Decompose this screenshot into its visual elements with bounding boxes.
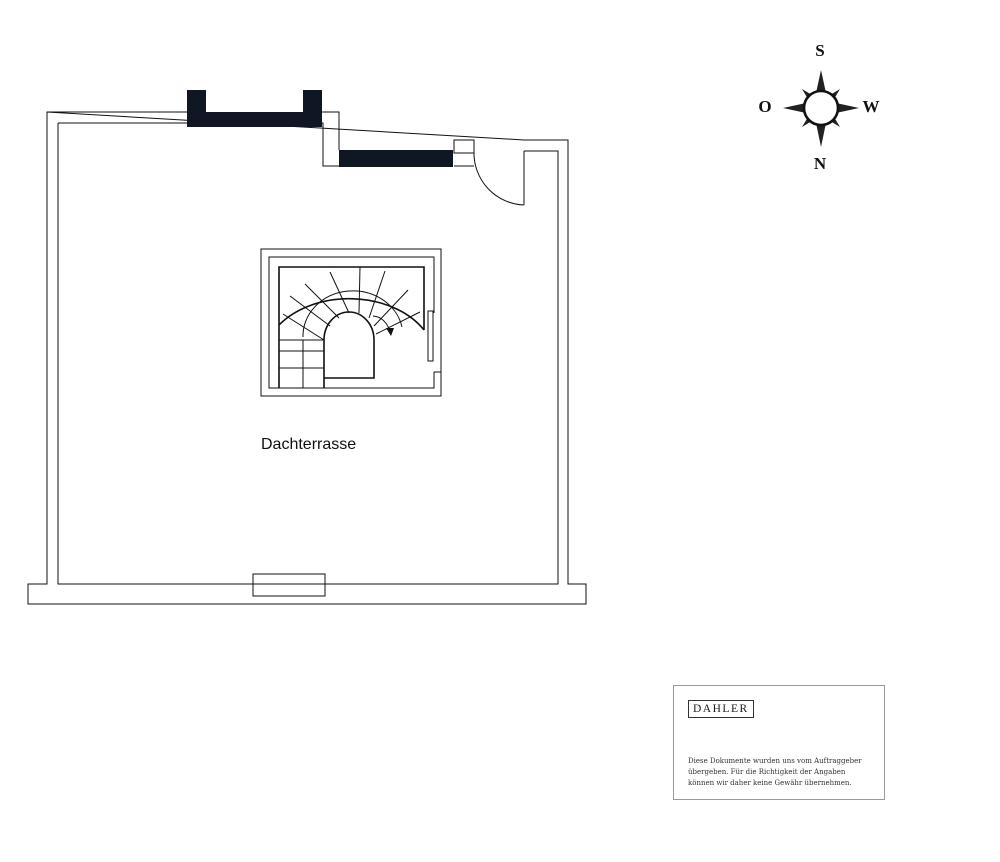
disclaimer-line: Diese Dokumente wurden uns vom Auftragge… [688,757,862,765]
outer-wall [27,111,587,605]
door-jamb [453,139,475,154]
bottom-opening [252,573,326,597]
stair-box [278,266,425,388]
stair-treads-straight [279,339,324,388]
compass-rose-icon [783,70,859,147]
compass-label-top: S [815,41,825,60]
stair-door [427,310,434,362]
chimney-wall [187,90,322,127]
compass-label-bottom: N [813,154,827,173]
stair-treads-radial [282,266,421,341]
stair-outer-arc [278,297,425,331]
compass-label-left: O [758,97,772,116]
stair-well [323,311,375,388]
disclaimer-line: können wir daher keine Gewähr übernehmen… [688,779,852,787]
compass-label-right: W [862,97,880,116]
disclaimer-line: übergeben. Für die Richtigkeit der Angab… [688,768,846,776]
stair-enclosure-outer [260,248,442,397]
door-swing [473,151,525,206]
stair-enclosure-inner [268,256,435,389]
inner-wall [57,122,559,585]
room-label-dachterrasse: Dachterrasse [261,436,357,453]
brand-logo: DAHLER [688,700,754,718]
disclaimer-box: DAHLER Diese Dokumente wurden uns vom Au… [673,685,885,800]
stair-mid-arc [302,290,403,338]
disclaimer-text: Diese Dokumente wurden uns vom Auftragge… [688,756,878,789]
window-wall-segment [339,150,453,167]
stair-arrow-head [386,328,394,336]
